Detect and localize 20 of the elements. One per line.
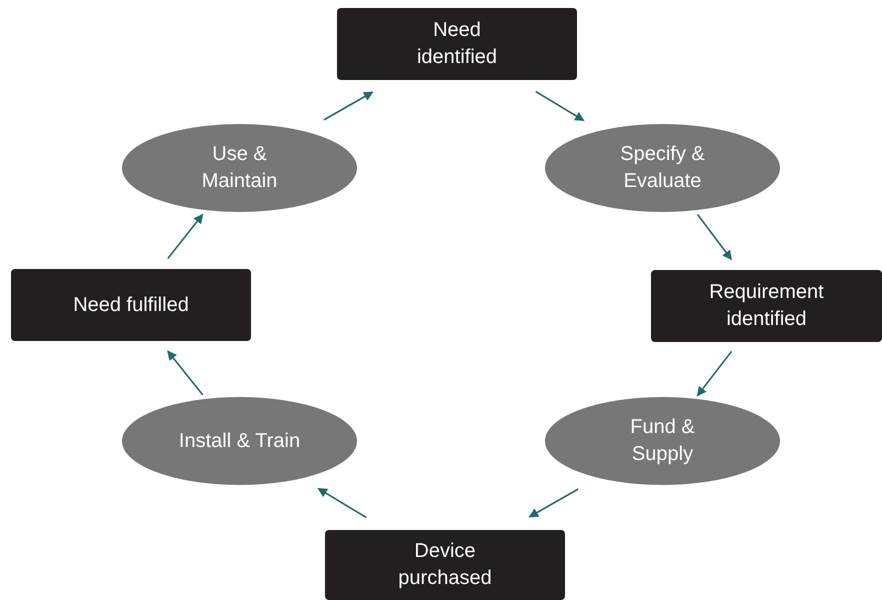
- arrow: [167, 214, 204, 259]
- node-label: Use & Maintain: [200, 142, 278, 194]
- node-label: Specify & Evaluate: [619, 142, 706, 194]
- node-label: Requirement identified: [708, 280, 825, 332]
- stage-box: [651, 270, 882, 342]
- arrow: [697, 214, 732, 260]
- stage-box: [337, 8, 577, 80]
- node-label: Fund & Supply: [629, 415, 696, 467]
- node-label: Install & Train: [178, 428, 300, 454]
- node-label: Need identified: [416, 18, 498, 70]
- node-label: Need fulfilled: [73, 292, 189, 318]
- arrow: [317, 488, 367, 518]
- arrow: [535, 90, 585, 122]
- stage-box: [11, 269, 251, 341]
- arrow: [696, 350, 732, 396]
- arrow: [324, 91, 374, 121]
- stage-box: [325, 530, 565, 600]
- arrow: [528, 488, 578, 518]
- arrow: [167, 350, 204, 396]
- node-label: Device purchased: [397, 539, 493, 591]
